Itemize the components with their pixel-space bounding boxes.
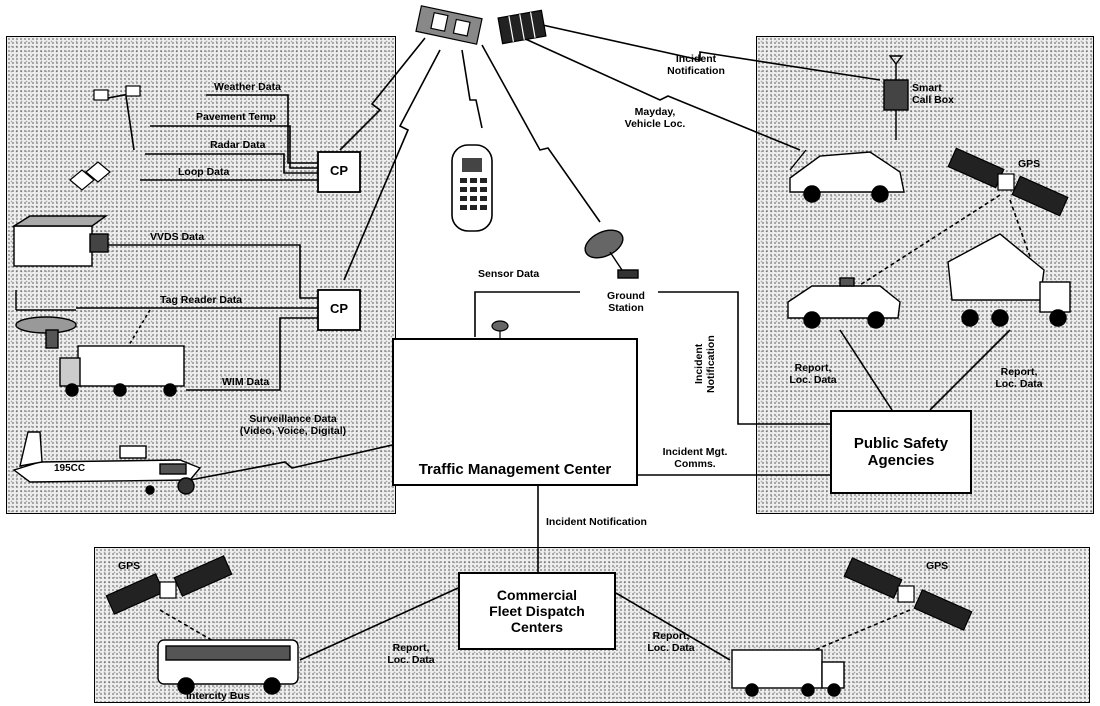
gps-label-bottom-right: GPS xyxy=(926,560,948,572)
weather-sensor-icon xyxy=(70,86,140,190)
vvds-camera-icon xyxy=(14,216,108,266)
vvds-line xyxy=(108,245,318,298)
ground-station-label: Ground Station xyxy=(594,290,658,314)
weather-data-label: Weather Data xyxy=(214,81,281,93)
mayday-label: Mayday, Vehicle Loc. xyxy=(612,106,698,130)
traffic-management-center-box[interactable]: Traffic Management Center xyxy=(392,338,638,486)
link-phone xyxy=(462,50,482,128)
vvds-data-label: VVDS Data xyxy=(150,231,204,243)
pavement-temp-label: Pavement Temp xyxy=(196,111,276,123)
surveillance-data-label: Surveillance Data (Video, Voice, Digital… xyxy=(188,413,398,437)
tmc-title: Traffic Management Center xyxy=(419,461,612,478)
loop-data-label: Loop Data xyxy=(178,166,229,178)
fleet-report-right-label: Report, Loc. Data xyxy=(636,630,706,654)
tag-reader-icon xyxy=(16,290,76,333)
radar-data-label: Radar Data xyxy=(210,139,265,151)
surveillance-data-title: Surveillance Data xyxy=(188,413,398,425)
police-car-icon xyxy=(788,278,900,328)
gps-satellite-icon-bottom-right xyxy=(844,558,971,630)
delivery-truck-icon xyxy=(732,650,844,696)
tow-truck-icon xyxy=(948,234,1070,326)
incident-notification-top-label: Incident Notification xyxy=(656,53,736,77)
report-right-label: Report, Loc. Data xyxy=(984,366,1054,390)
satellite-dish-icon xyxy=(581,225,638,278)
public-safety-title: Public Safety Agencies xyxy=(854,435,948,469)
surveillance-data-sub: (Video, Voice, Digital) xyxy=(188,425,398,437)
fleet-dispatch-box[interactable]: Commercial Fleet Dispatch Centers xyxy=(458,572,616,650)
sensor-data-label: Sensor Data xyxy=(478,268,539,280)
incident-mgt-comms-label: Incident Mgt. Comms. xyxy=(652,446,738,470)
gps-label-bottom-left: GPS xyxy=(118,560,140,572)
fleet-dispatch-title: Commercial Fleet Dispatch Centers xyxy=(489,587,585,635)
call-box-icon xyxy=(884,56,908,140)
gps-satellite-icon-right-panel xyxy=(948,148,1068,215)
satellite-icon-right xyxy=(498,10,546,43)
incident-notification-down-label: Incident Notification xyxy=(546,516,647,528)
satellite-icon-left xyxy=(416,6,482,44)
aircraft-tail-label: 195CC xyxy=(54,463,85,475)
gps-label-right-panel: GPS xyxy=(1018,158,1040,170)
link-ground-station xyxy=(482,45,600,222)
link-cp-top xyxy=(340,38,425,150)
wim-data-label: WIM Data xyxy=(222,376,269,388)
smart-call-box-label: Smart Call Box xyxy=(912,82,954,106)
public-safety-agencies-box[interactable]: Public Safety Agencies xyxy=(830,410,972,494)
mayday-car-icon xyxy=(790,150,904,202)
aircraft-icon xyxy=(14,432,200,494)
link-aircraft xyxy=(190,445,392,480)
cp-label-top: CP xyxy=(318,164,360,179)
cell-phone-icon xyxy=(452,145,492,231)
fleet-report-left-label: Report, Loc. Data xyxy=(376,642,446,666)
wim-truck-icon xyxy=(46,330,184,396)
weather-line xyxy=(206,95,318,163)
cp-label-bottom: CP xyxy=(318,302,360,317)
tag-reader-data-label: Tag Reader Data xyxy=(160,294,242,306)
sensor-data-line xyxy=(475,292,580,337)
intercity-bus-label: Intercity Bus xyxy=(186,690,250,702)
intercity-bus-icon xyxy=(158,640,298,694)
report-left-label: Report, Loc. Data xyxy=(778,362,848,386)
incident-notification-vertical-label: Incident Notification xyxy=(693,318,717,410)
